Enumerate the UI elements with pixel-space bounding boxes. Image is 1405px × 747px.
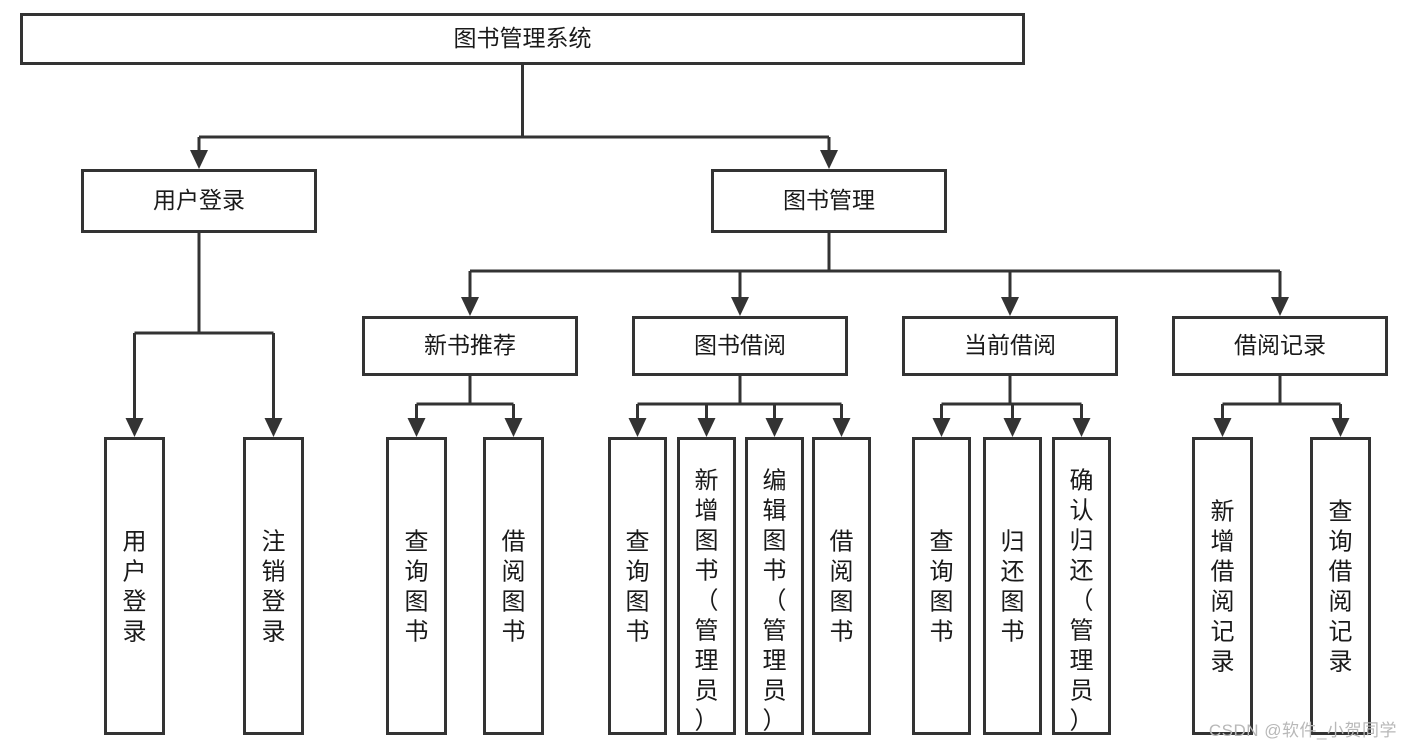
node-label-leaf-edit-book: 编辑图书（管理员）	[763, 467, 787, 734]
node-label-leaf-query-book-2: 查询图书	[626, 528, 650, 645]
arrow-to-user-login-head	[190, 150, 208, 169]
arrow-to-leaf-query-book-1-head	[407, 418, 426, 437]
node-box-leaf-add-record[interactable]	[1192, 437, 1253, 735]
arrow-to-book-management-head	[820, 150, 838, 169]
arrow-to-leaf-edit-book-head	[765, 418, 784, 437]
node-leaf-query-book-1[interactable]: 查询图书	[386, 437, 447, 735]
node-box-undefined[interactable]	[20, 13, 1025, 65]
arrow-to-leaf-query-record-head	[1331, 418, 1350, 437]
arrow-to-leaf-query-book-3-head	[932, 418, 951, 437]
node-leaf-query-book-3[interactable]: 查询图书	[912, 437, 971, 735]
node-label-leaf-return-book: 归还图书	[1001, 528, 1025, 645]
node-leaf-borrow-book-1[interactable]: 借阅图书	[483, 437, 544, 735]
node-new-book-recommend[interactable]: 新书推荐	[362, 316, 578, 376]
node-label-leaf-logout: 注销登录	[262, 528, 286, 645]
node-box-leaf-borrow-book-2[interactable]	[812, 437, 871, 735]
arrow-to-new-book-recommend-head	[461, 297, 479, 316]
node-user-login[interactable]: 用户登录	[81, 169, 317, 233]
node-label-user-login: 用户登录	[153, 187, 245, 213]
node-label-undefined: 图书管理系统	[454, 25, 592, 51]
node-box-leaf-borrow-book-1[interactable]	[483, 437, 544, 735]
node-leaf-query-record[interactable]: 查询借阅记录	[1310, 437, 1371, 735]
arrow-to-leaf-logout-head	[264, 418, 283, 437]
node-label-book-management: 图书管理	[783, 187, 875, 213]
arrow-to-leaf-confirm-return-head	[1072, 418, 1091, 437]
node-label-book-borrow: 图书借阅	[694, 332, 786, 358]
node-box-leaf-query-record[interactable]	[1310, 437, 1371, 735]
arrow-to-leaf-borrow-book-2-head	[832, 418, 851, 437]
arrow-to-leaf-add-book-head	[697, 418, 716, 437]
node-label-leaf-query-record: 查询借阅记录	[1329, 498, 1353, 675]
connectors-layer	[125, 65, 1350, 437]
node-box-leaf-confirm-return[interactable]	[1052, 437, 1111, 735]
node-book-management[interactable]: 图书管理	[711, 169, 947, 233]
node-box-leaf-query-book-1[interactable]	[386, 437, 447, 735]
node-label-leaf-borrow-book-2: 借阅图书	[830, 528, 854, 645]
node-box-leaf-return-book[interactable]	[983, 437, 1042, 735]
node-box-borrow-records[interactable]	[1172, 316, 1388, 376]
node-leaf-query-book-2[interactable]: 查询图书	[608, 437, 667, 735]
node-label-new-book-recommend: 新书推荐	[424, 332, 516, 358]
node-label-leaf-user-login: 用户登录	[123, 528, 147, 645]
node-label-leaf-borrow-book-1: 借阅图书	[502, 528, 526, 645]
node-box-leaf-logout[interactable]	[243, 437, 304, 735]
node-label-current-borrow: 当前借阅	[964, 332, 1056, 358]
node-leaf-edit-book[interactable]: 编辑图书（管理员）	[745, 437, 804, 735]
node-box-leaf-user-login[interactable]	[104, 437, 165, 735]
node-box-new-book-recommend[interactable]	[362, 316, 578, 376]
node-label-leaf-query-book-3: 查询图书	[930, 528, 954, 645]
node-leaf-add-book[interactable]: 新增图书（管理员）	[677, 437, 736, 735]
node-label-borrow-records: 借阅记录	[1234, 332, 1326, 358]
node-box-book-borrow[interactable]	[632, 316, 848, 376]
node-undefined[interactable]: 图书管理系统	[20, 13, 1025, 65]
node-label-leaf-query-book-1: 查询图书	[405, 528, 429, 645]
node-box-current-borrow[interactable]	[902, 316, 1118, 376]
arrow-to-leaf-query-book-2-head	[628, 418, 647, 437]
node-leaf-add-record[interactable]: 新增借阅记录	[1192, 437, 1253, 735]
arrow-to-borrow-records-head	[1271, 297, 1289, 316]
node-label-leaf-confirm-return: 确认归还（管理员）	[1070, 467, 1094, 734]
node-label-leaf-add-book: 新增图书（管理员）	[695, 467, 719, 734]
node-leaf-logout[interactable]: 注销登录	[243, 437, 304, 735]
node-leaf-return-book[interactable]: 归还图书	[983, 437, 1042, 735]
node-box-book-management[interactable]	[711, 169, 947, 233]
node-book-borrow[interactable]: 图书借阅	[632, 316, 848, 376]
nodes-layer: 图书管理系统用户登录图书管理用户登录注销登录新书推荐查询图书借阅图书图书借阅查询…	[20, 13, 1388, 735]
node-leaf-user-login[interactable]: 用户登录	[104, 437, 165, 735]
node-leaf-confirm-return[interactable]: 确认归还（管理员）	[1052, 437, 1111, 735]
node-box-leaf-query-book-2[interactable]	[608, 437, 667, 735]
arrow-to-leaf-add-record-head	[1213, 418, 1232, 437]
arrow-to-current-borrow-head	[1001, 297, 1019, 316]
node-box-user-login[interactable]	[81, 169, 317, 233]
arrow-to-book-borrow-head	[731, 297, 749, 316]
node-current-borrow[interactable]: 当前借阅	[902, 316, 1118, 376]
arrow-to-leaf-borrow-book-1-head	[504, 418, 523, 437]
node-label-leaf-add-record: 新增借阅记录	[1211, 498, 1235, 675]
arrow-to-leaf-user-login-head	[125, 418, 144, 437]
node-box-leaf-query-book-3[interactable]	[912, 437, 971, 735]
node-box-leaf-add-book[interactable]	[677, 437, 736, 735]
node-box-leaf-edit-book[interactable]	[745, 437, 804, 735]
node-leaf-borrow-book-2[interactable]: 借阅图书	[812, 437, 871, 735]
node-borrow-records[interactable]: 借阅记录	[1172, 316, 1388, 376]
arrow-to-leaf-return-book-head	[1003, 418, 1022, 437]
